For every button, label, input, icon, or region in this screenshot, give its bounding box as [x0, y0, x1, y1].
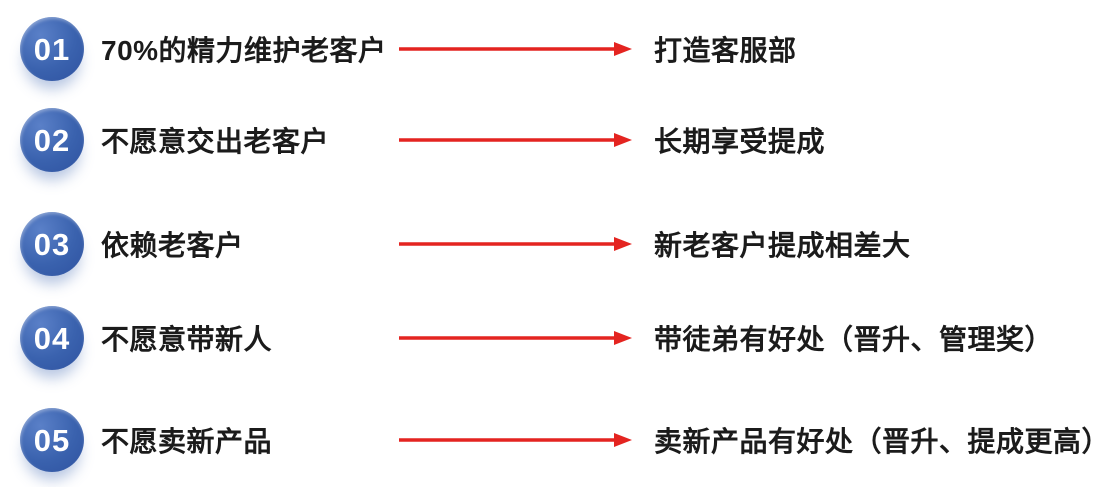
- cause-label: 依赖老客户: [101, 230, 244, 261]
- step-number-badge: 05: [20, 408, 84, 472]
- step-number: 04: [33, 320, 71, 356]
- process-row: 02 不愿意交出老客户 长期享受提成: [0, 107, 1116, 173]
- step-number: 01: [33, 31, 71, 67]
- right-arrow-icon: [399, 237, 632, 251]
- cause-label: 不愿意交出老客户: [101, 126, 330, 157]
- step-number-badge: 02: [20, 108, 84, 172]
- cause-label: 不愿意带新人: [101, 324, 273, 355]
- right-arrow-icon: [399, 42, 632, 56]
- right-arrow-icon: [399, 133, 632, 147]
- solution-label: 带徒弟有好处（晋升、管理奖）: [654, 324, 1054, 355]
- process-row: 05 不愿卖新产品 卖新产品有好处（晋升、提成更高）: [0, 407, 1116, 473]
- solution-label: 新老客户提成相差大: [654, 230, 911, 261]
- step-number-badge: 01: [20, 17, 84, 81]
- step-number: 05: [33, 422, 71, 458]
- process-row: 01 70%的精力维护老客户 打造客服部: [0, 16, 1116, 82]
- right-arrow-icon: [399, 331, 632, 345]
- process-row: 04 不愿意带新人 带徒弟有好处（晋升、管理奖）: [0, 305, 1116, 371]
- step-number: 02: [33, 122, 71, 158]
- right-arrow-icon: [399, 433, 632, 447]
- cause-label: 不愿卖新产品: [101, 426, 273, 457]
- solution-label: 卖新产品有好处（晋升、提成更高）: [654, 426, 1111, 457]
- step-number-badge: 03: [20, 212, 84, 276]
- solution-label: 长期享受提成: [654, 126, 826, 157]
- process-row: 03 依赖老客户 新老客户提成相差大: [0, 211, 1116, 277]
- step-number-badge: 04: [20, 306, 84, 370]
- step-number: 03: [33, 226, 71, 262]
- solution-label: 打造客服部: [654, 35, 797, 66]
- cause-label: 70%的精力维护老客户: [101, 35, 387, 66]
